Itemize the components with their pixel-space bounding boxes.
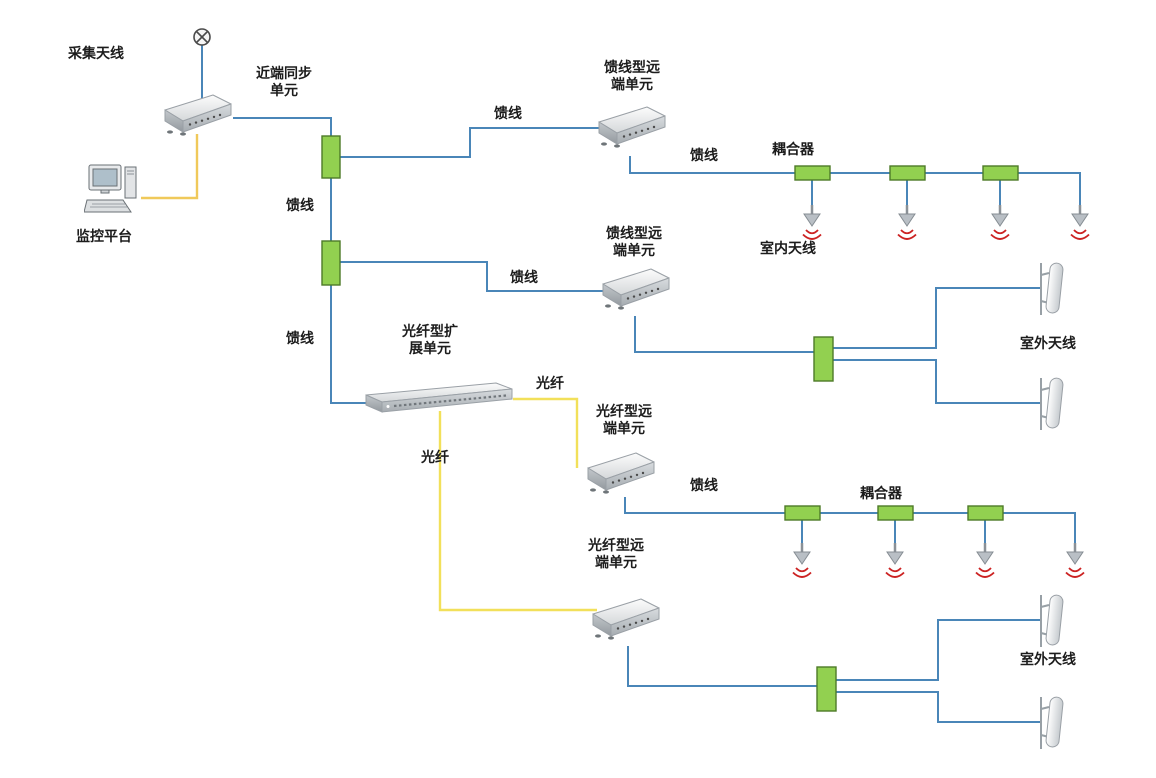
label-fiber-remote-unit-1: 光纤型远 端单元 — [596, 404, 652, 437]
indoor-coupler-top-1 — [794, 165, 831, 181]
indoor-coupler-top-3 — [982, 165, 1019, 181]
outdoor-coupler-top — [813, 336, 834, 382]
label-outdoor-antenna-2: 室外天线 — [1020, 652, 1076, 668]
indoor-coupler-bottom-3 — [967, 505, 1004, 521]
feeder-line-fiber-remote2-to-outdoor-coupler — [627, 646, 818, 687]
fiber-expansion-unit-device — [364, 381, 514, 414]
label-fiber-remote-unit-2: 光纤型远 端单元 — [588, 538, 644, 571]
label-coupler-bottom: 耦合器 — [860, 486, 902, 502]
indoor-coupler-bottom-2 — [877, 505, 914, 521]
fiber-line-expansion-to-fiber-remote1 — [513, 397, 579, 468]
label-feeder-2: 馈线 — [690, 148, 718, 164]
indoor-antenna-icon — [791, 543, 813, 579]
feeder-line-to-outdoor-antenna-4 — [835, 691, 1041, 723]
label-coupler-top: 耦合器 — [772, 142, 814, 158]
label-monitor-platform: 监控平台 — [76, 229, 132, 245]
feeder-line-to-outdoor-antenna-3 — [835, 619, 1041, 681]
feeder-line-splitter2-to-expansion — [330, 285, 366, 404]
splitter-1 — [321, 135, 341, 179]
indoor-antenna-icon — [989, 205, 1011, 241]
fiber-line-expansion-to-fiber-remote2 — [438, 411, 597, 612]
label-collect-antenna: 采集天线 — [68, 46, 124, 62]
label-feeder-3: 馈线 — [286, 198, 314, 214]
monitor-computer-icon — [84, 164, 137, 213]
label-near-end-sync-unit: 近端同步 单元 — [256, 66, 312, 99]
label-indoor-antenna: 室内天线 — [760, 241, 816, 257]
feeder-line-remote2-to-outdoor-coupler — [634, 316, 815, 353]
feeder-remote-unit-2-device — [602, 268, 670, 311]
feeder-line-to-outdoor-antenna-1 — [832, 287, 1041, 349]
fiber-remote-unit-2-device — [592, 598, 660, 641]
monitor-link-line — [141, 134, 199, 200]
label-feeder-5: 馈线 — [286, 331, 314, 347]
outdoor-antenna-icon — [1040, 376, 1065, 431]
label-feeder-6: 馈线 — [690, 478, 718, 494]
indoor-antenna-icon — [1069, 205, 1091, 241]
feeder-line-bottom-branch — [624, 497, 1076, 544]
label-fiber-expansion-unit: 光纤型扩 展单元 — [402, 324, 458, 357]
label-outdoor-antenna-1: 室外天线 — [1020, 336, 1076, 352]
feeder-line-top-branch — [629, 156, 1081, 206]
feeder-remote-unit-1-device — [598, 106, 666, 149]
label-fiber-1: 光纤 — [536, 376, 564, 392]
label-fiber-2: 光纤 — [421, 450, 449, 466]
label-feeder-4: 馈线 — [510, 270, 538, 286]
label-feeder-remote-unit-2: 馈线型远 端单元 — [606, 226, 662, 259]
label-feeder-1: 馈线 — [494, 106, 522, 122]
feeder-line-splitter1-to-remote1 — [340, 127, 601, 158]
near-end-sync-unit-device — [164, 94, 232, 137]
feeder-line-splitter2-to-remote2 — [340, 261, 606, 292]
collect-antenna-icon — [193, 28, 211, 46]
label-feeder-remote-unit-1: 馈线型远 端单元 — [604, 60, 660, 93]
indoor-coupler-top-2 — [889, 165, 926, 181]
indoor-antenna-icon — [896, 205, 918, 241]
splitter-2 — [321, 240, 341, 286]
outdoor-antenna-icon — [1040, 593, 1065, 648]
indoor-antenna-icon — [1064, 543, 1086, 579]
indoor-coupler-bottom-1 — [784, 505, 821, 521]
indoor-antenna-icon — [974, 543, 996, 579]
outdoor-antenna-icon — [1040, 261, 1065, 316]
fiber-remote-unit-1-device — [587, 452, 655, 495]
feeder-line-to-outdoor-antenna-2 — [832, 359, 1041, 404]
indoor-antenna-icon — [884, 543, 906, 579]
outdoor-coupler-bottom — [816, 666, 837, 712]
outdoor-antenna-icon — [1040, 695, 1065, 750]
feeder-line-near-unit-to-splitter1 — [233, 117, 332, 137]
